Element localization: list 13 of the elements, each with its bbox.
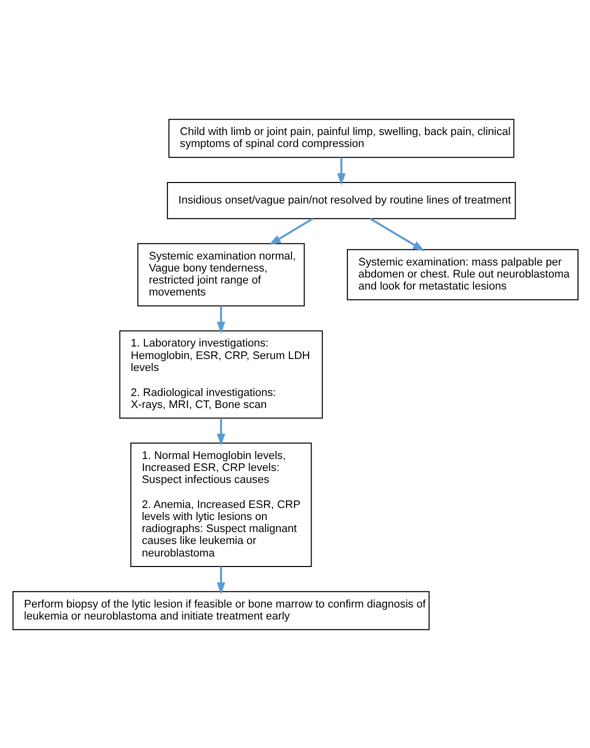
arrow	[216, 418, 225, 446]
arrow	[216, 305, 225, 334]
node-box: Child with limb or joint pain, painful limp, swelling, back pain, clinical symptoms of spinal cord compression	[168, 118, 514, 158]
node-box: Perform biopsy of the lytic lesion if feasible or bone marrow to confirm diagnosis of leukemia or neuroblastoma and initiate treatment early	[12, 590, 430, 630]
arrow	[336, 156, 346, 185]
node-box: Systemic examination: mass palpable per abdomen or chest. Rule out neuroblastoma and look for metastatic lesions	[346, 248, 578, 300]
node-box: Insidious onset/vague pain/not resolved by routine lines of treatment	[166, 182, 516, 219]
arrow	[216, 566, 225, 594]
arrow	[268, 217, 313, 245]
node-box: 1. Laboratory investigations: Hemoglobin, ESR, CRP, Serum LDH levels 2. Radiological investigations: X-rays, MRI, CT, Bone scan	[118, 330, 322, 418]
node-box: Systemic examination normal, Vague bony tenderness, restricted joint range of movements	[136, 242, 304, 306]
arrow	[369, 217, 424, 251]
node-box: 1. Normal Hemoglobin levels, Increased ESR, CRP levels: Suspect infectious causes 2. Anemia, Increased ESR, CRP levels with lytic lesions on radiographs: Suspect malignant causes like leukemia or neuroblastoma	[130, 442, 312, 566]
